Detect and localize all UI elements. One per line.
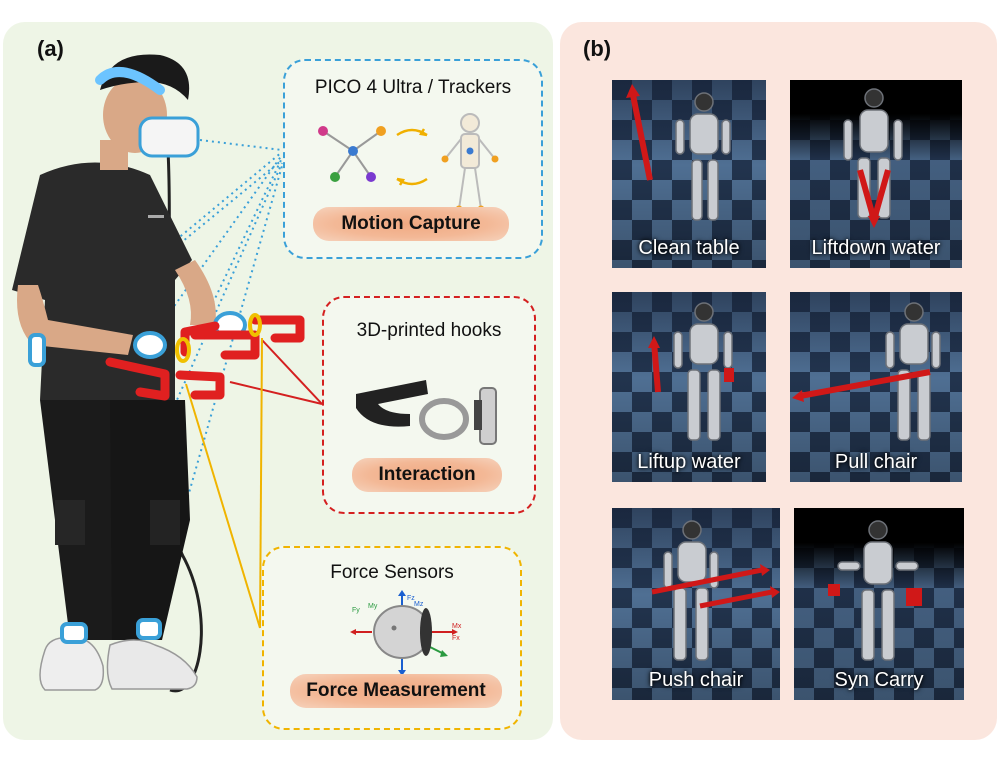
hook-icon xyxy=(356,380,497,445)
task-label-syn-carry: Syn Carry xyxy=(834,669,924,691)
my-label: My xyxy=(368,603,378,610)
interaction-pill: Interaction xyxy=(352,458,502,492)
hooks-box: 3D-printed hooks Interaction xyxy=(322,296,536,514)
robot-figure xyxy=(648,302,734,441)
task-tile-pull-chair: Pull chair xyxy=(790,292,962,482)
fy-label: Fy xyxy=(352,607,360,614)
motion-capture-box: PICO 4 Ultra / Trackers Motion Capture xyxy=(283,59,543,259)
task-label-push-chair: Push chair xyxy=(648,669,744,691)
robot-figure xyxy=(626,84,731,221)
panel-b-label: (b) xyxy=(583,36,612,61)
force-connector-lines xyxy=(185,337,263,629)
task-tile-liftdown-water: Liftdown water xyxy=(790,80,962,268)
panel-a-label: (a) xyxy=(37,36,64,61)
task-tile-syn-carry: Syn Carry xyxy=(794,508,964,700)
skeleton-diagram xyxy=(318,113,499,213)
task-tile-liftup-water: Liftup water xyxy=(612,292,766,482)
task-tile-push-chair: Push chair xyxy=(612,508,780,700)
force-sensor-icon: Fz Mz Fy My Mx Fx xyxy=(350,590,462,676)
robot-figure xyxy=(651,520,780,661)
task-label-liftdown-water: Liftdown water xyxy=(811,237,941,259)
hooks-connector-lines xyxy=(229,339,323,405)
task-tile-clean-table: Clean table xyxy=(612,80,766,268)
hooks-box-title: 3D-printed hooks xyxy=(356,320,502,341)
force-box-title: Force Sensors xyxy=(330,562,454,583)
robot-figure xyxy=(828,520,922,661)
task-label-clean-table: Clean table xyxy=(638,237,740,259)
mx-label: Mx xyxy=(452,623,462,630)
person-illustration xyxy=(12,54,323,693)
motion-capture-pill: Motion Capture xyxy=(313,207,509,241)
fz-label: Fz xyxy=(407,595,415,602)
robot-figure xyxy=(792,302,941,441)
robot-figure xyxy=(843,88,903,228)
fx-label: Fx xyxy=(452,635,460,642)
task-label-pull-chair: Pull chair xyxy=(834,451,918,473)
force-measurement-pill: Force Measurement xyxy=(290,674,502,708)
mz-label: Mz xyxy=(414,601,424,608)
task-label-liftup-water: Liftup water xyxy=(637,451,741,473)
force-sensors-box: Force Sensors Fz Mz Fy My Mx Fx Force Me… xyxy=(262,546,522,730)
motion-box-title: PICO 4 Ultra / Trackers xyxy=(314,77,512,98)
